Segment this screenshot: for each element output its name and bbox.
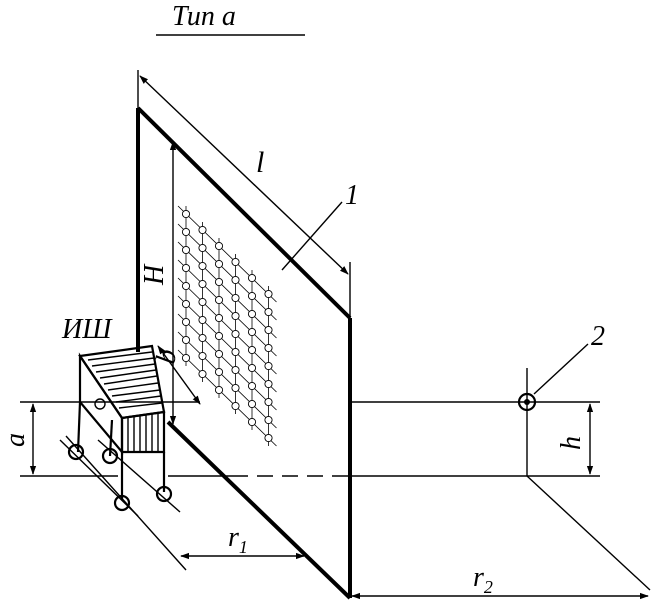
dimension-l: l xyxy=(139,75,349,275)
measurement-cabinet: ИШ b xyxy=(59,314,201,517)
grid-point xyxy=(264,343,273,353)
grid-line xyxy=(177,259,277,357)
grid-point xyxy=(231,293,240,303)
figure-title: Тип а xyxy=(172,1,236,32)
grid-point xyxy=(264,415,273,425)
grid-point xyxy=(214,349,224,359)
reference-lines xyxy=(20,401,600,477)
grid-point xyxy=(214,259,224,269)
grid-line xyxy=(177,331,277,429)
grid-point xyxy=(247,417,257,427)
label-a: a xyxy=(0,433,31,447)
label-callout-1: 1 xyxy=(345,180,359,211)
grid-point xyxy=(198,243,207,253)
grid-point xyxy=(231,329,240,339)
label-r1: r xyxy=(228,522,239,553)
grid-point xyxy=(198,297,207,307)
grid-point xyxy=(214,295,224,305)
grid-line xyxy=(177,295,277,393)
grid-point xyxy=(181,281,191,291)
grid-point xyxy=(181,245,191,255)
dimension-r1: r1 xyxy=(65,435,305,571)
grid-point xyxy=(214,367,224,377)
grid-point xyxy=(198,315,207,325)
grid-point xyxy=(214,241,224,251)
label-H: H xyxy=(139,263,170,286)
grid-point xyxy=(231,275,240,285)
measurement-grid xyxy=(177,205,277,447)
grid-point xyxy=(181,317,191,327)
grid-line xyxy=(177,313,277,411)
grid-point xyxy=(247,291,257,301)
grid-point xyxy=(214,331,224,341)
grid-point xyxy=(198,225,207,235)
grid-point xyxy=(231,257,240,267)
grid-point xyxy=(231,383,240,393)
grid-point xyxy=(181,227,191,237)
dimension-r2: r2 xyxy=(351,475,651,600)
grid-point xyxy=(181,335,191,345)
grid-point xyxy=(247,363,257,373)
label-h: h xyxy=(556,436,587,450)
grid-point xyxy=(264,289,273,299)
grid-point xyxy=(264,433,273,443)
grid-point xyxy=(264,325,273,335)
grid-point xyxy=(264,307,273,317)
grid-point xyxy=(198,333,207,343)
label-b: b xyxy=(150,347,183,366)
grid-point xyxy=(198,279,207,289)
grid-point xyxy=(214,385,224,395)
label-callout-2: 2 xyxy=(591,321,605,352)
grid-point xyxy=(231,347,240,357)
grid-point xyxy=(181,299,191,309)
dimension-H: H xyxy=(139,141,177,425)
measurement-point-2: 2 xyxy=(517,321,605,412)
svg-text:r2: r2 xyxy=(473,562,493,597)
grid-line xyxy=(177,349,277,447)
grid-point xyxy=(214,277,224,287)
grid-point xyxy=(247,273,257,283)
callout-1: 1 xyxy=(281,180,359,271)
label-r2: r xyxy=(473,562,484,593)
grid-point xyxy=(264,379,273,389)
grid-point xyxy=(264,397,273,407)
grid-point xyxy=(264,361,273,371)
label-r1-sub: 1 xyxy=(239,537,248,557)
label-ish: ИШ xyxy=(61,314,113,345)
grid-point xyxy=(181,353,191,363)
grid-point xyxy=(214,313,224,323)
grid-point xyxy=(247,381,257,391)
grid-line xyxy=(177,277,277,375)
grid-point xyxy=(247,345,257,355)
grid-point xyxy=(247,309,257,319)
wall-panel xyxy=(136,70,352,600)
svg-text:r1: r1 xyxy=(228,522,248,557)
grid-point xyxy=(231,365,240,375)
grid-point xyxy=(198,261,207,271)
grid-point xyxy=(181,263,191,273)
dimension-h: h xyxy=(526,368,594,476)
grid-point xyxy=(181,209,191,219)
grid-point xyxy=(247,327,257,337)
grid-line xyxy=(177,223,277,321)
grid-line xyxy=(177,205,277,303)
grid-point xyxy=(198,351,207,361)
grid-point xyxy=(247,399,257,409)
label-l: l xyxy=(256,146,264,179)
dimension-a: a xyxy=(0,403,37,475)
grid-point xyxy=(198,369,207,379)
label-r2-sub: 2 xyxy=(484,577,493,597)
grid-line xyxy=(177,241,277,339)
grid-point xyxy=(231,311,240,321)
grid-point xyxy=(231,401,240,411)
